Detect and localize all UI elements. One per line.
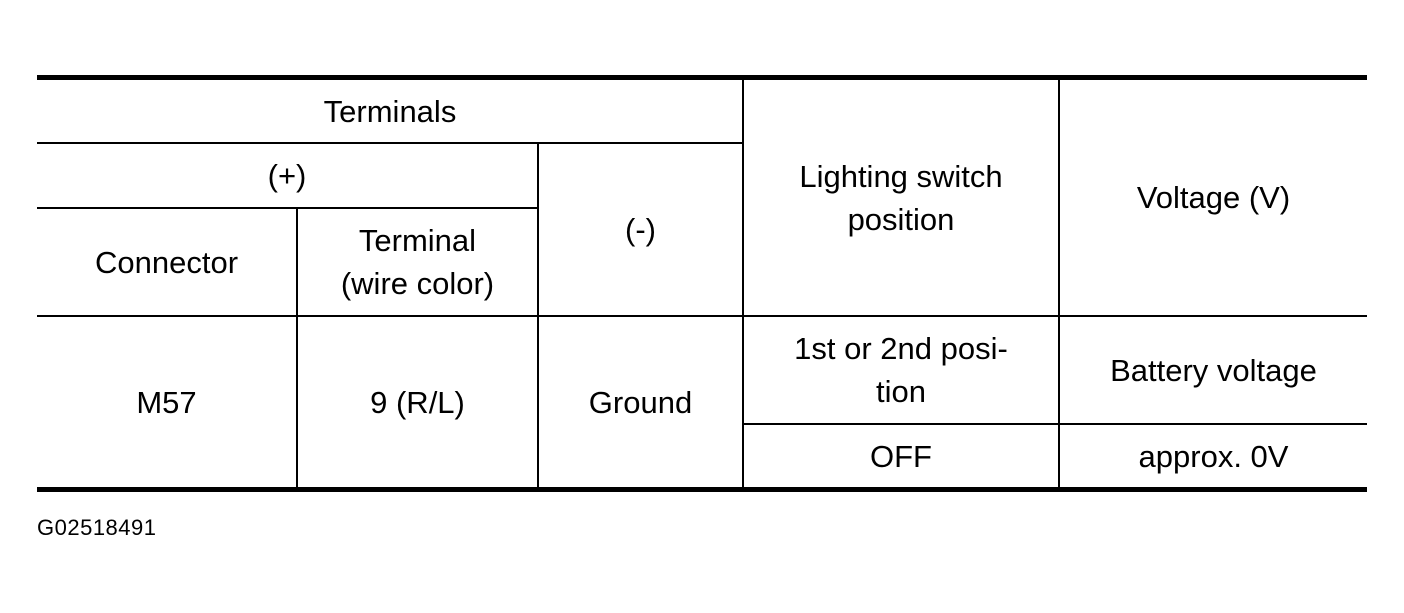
divider-before-voltage	[1058, 80, 1060, 487]
divider-before-terminal	[296, 207, 298, 487]
divider-between-conditions	[743, 423, 1367, 425]
cell-switch-position-off: OFF	[870, 438, 932, 474]
divider-before-negative	[537, 142, 539, 487]
header-terminal-wire-color: Terminal (wire color)	[340, 223, 495, 301]
header-positive: (+)	[267, 158, 307, 193]
cell-terminal: 9 (R/L)	[370, 384, 465, 420]
header-lighting-switch-position: Lighting switch position	[799, 158, 1003, 237]
divider-under-positive	[37, 207, 539, 209]
cell-voltage-off: approx. 0V	[1138, 438, 1289, 474]
table-bottom-rule	[37, 487, 1367, 492]
figure-id: G02518491	[37, 515, 157, 540]
cell-voltage-on: Battery voltage	[1110, 352, 1317, 388]
divider-under-terminals	[37, 142, 743, 144]
cell-switch-position-on: 1st or 2nd posi- tion	[794, 331, 1008, 409]
divider-under-header	[37, 315, 1367, 317]
cell-connector: M57	[136, 384, 197, 420]
header-voltage: Voltage (V)	[1136, 180, 1291, 215]
table-top-rule	[37, 75, 1367, 80]
divider-before-switch-position	[742, 80, 744, 487]
header-connector: Connector	[94, 244, 239, 280]
cell-negative: Ground	[588, 384, 693, 420]
header-negative: (-)	[625, 212, 656, 247]
header-terminals: Terminals	[323, 93, 457, 129]
